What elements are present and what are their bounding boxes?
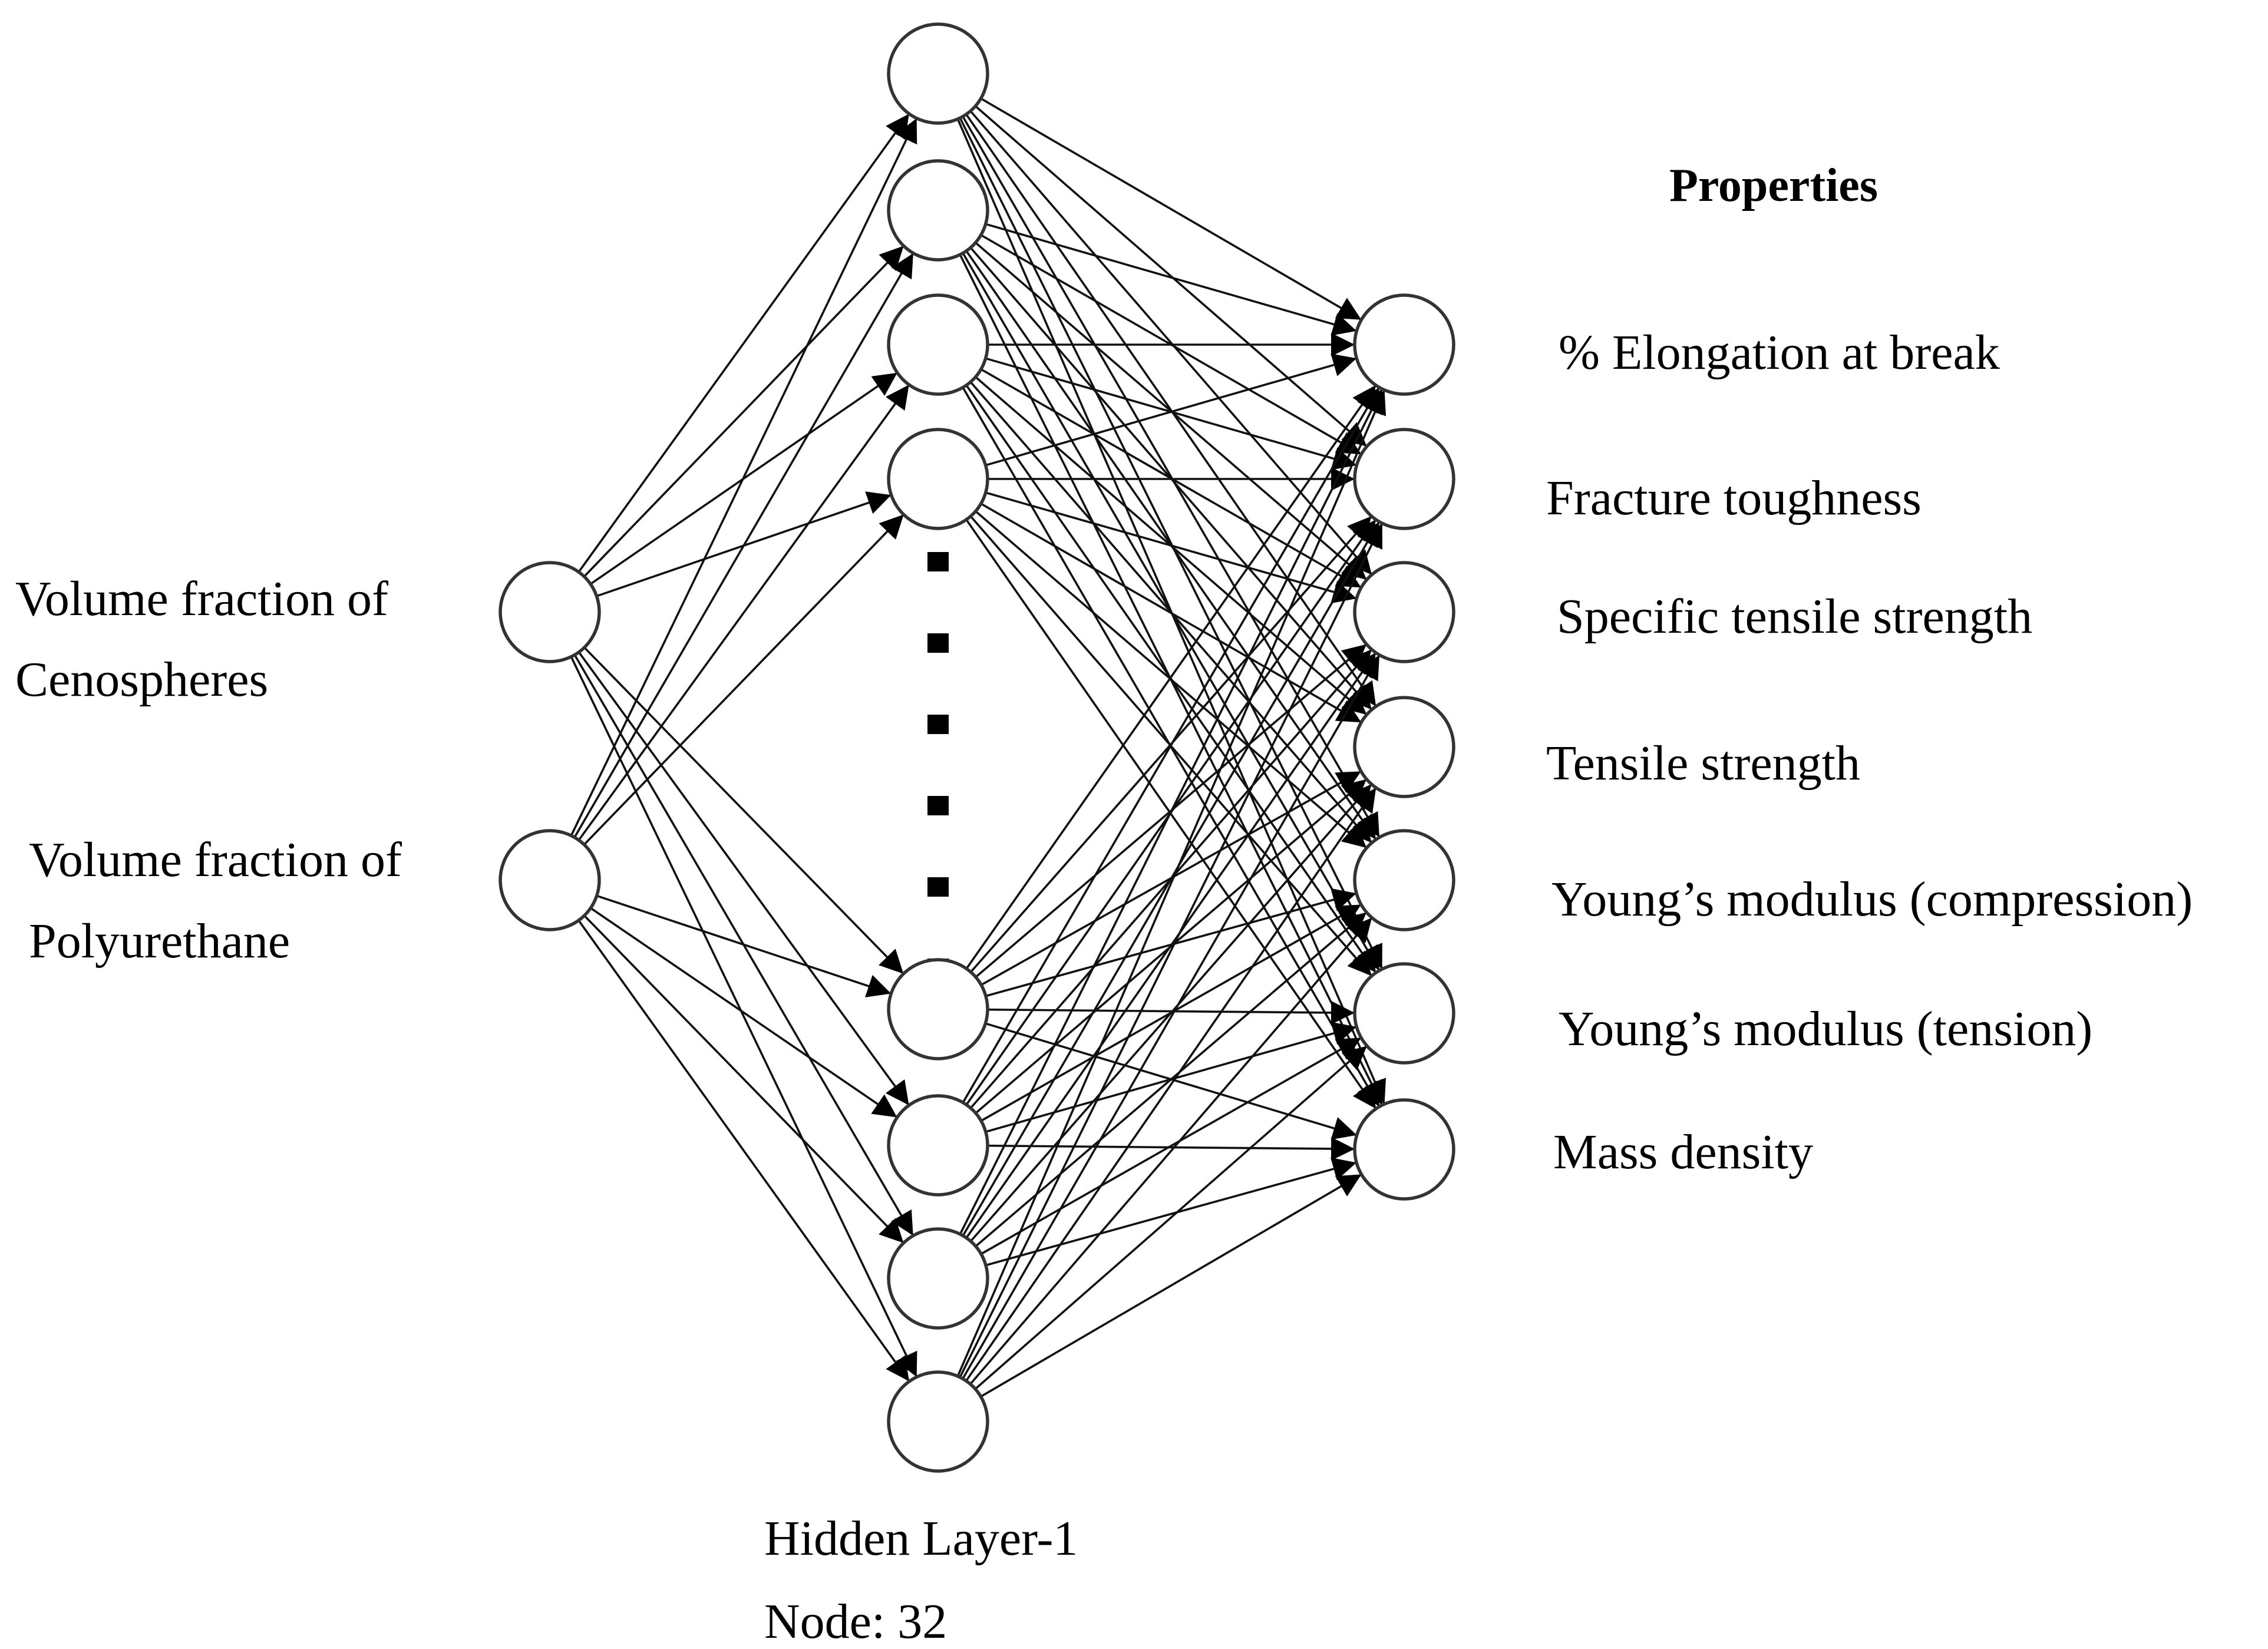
hidden-node-0: [887, 22, 989, 125]
output-node-3: [1353, 696, 1455, 798]
hidden-node-3: [887, 428, 989, 530]
edge-hidden-7-output-5: [975, 1045, 1368, 1390]
output-node-2: [1353, 561, 1455, 663]
edge-hidden-5-output-6: [987, 1136, 1355, 1161]
edge-hidden-6-output-5: [981, 1036, 1362, 1255]
output-label-tensile-strength: Tensile strength: [1546, 736, 1860, 791]
edge-hidden-3-output-4: [975, 510, 1368, 849]
edge-input-1-hidden-4: [596, 894, 892, 997]
edge-hidden-3-output-6: [965, 518, 1377, 1110]
edge-input-1-hidden-7: [577, 920, 910, 1382]
output-label-specific-tensile-strength: Specific tensile strength: [1557, 589, 2033, 644]
edge-hidden-0-output-1: [975, 105, 1368, 448]
hidden-node-6: [887, 1227, 989, 1330]
edge-hidden-4-output-0: [965, 384, 1377, 970]
edge-hidden-0-output-2: [969, 110, 1373, 576]
edge-hidden-3-output-0: [985, 353, 1357, 467]
edge-input-0-hidden-0: [577, 113, 910, 573]
edge-hidden-7-output-6: [980, 1173, 1362, 1398]
input-node-1: [499, 829, 601, 931]
edge-input-0-hidden-4: [583, 646, 904, 975]
edge-hidden-0-output-0: [980, 97, 1362, 321]
edge-hidden-3-output-3: [980, 503, 1362, 723]
output-node-5: [1353, 962, 1455, 1065]
output-node-6: [1353, 1098, 1455, 1201]
edge-input-1-hidden-1: [573, 252, 915, 838]
edge-hidden-7-output-4: [969, 917, 1373, 1385]
output-node-4: [1353, 829, 1455, 931]
output-label-elongation: % Elongation at break: [1559, 325, 2000, 380]
hidden-layer-node-count: Node: 32: [764, 1594, 948, 1649]
ellipsis-dot: [927, 552, 949, 571]
edge-hidden-5-output-0: [962, 386, 1381, 1103]
properties-heading: Properties: [1669, 160, 1878, 212]
input-node-0: [499, 561, 601, 663]
input-label-cenospheres-line1: Volume fraction of: [15, 571, 388, 626]
input-label-polyurethane-line2: Polyurethane: [29, 914, 290, 969]
hidden-node-1: [887, 159, 989, 262]
hidden-node-4: [887, 958, 989, 1060]
edge-hidden-7-output-0: [956, 389, 1386, 1377]
edge-input-1-hidden-2: [577, 384, 910, 841]
edge-hidden-6-output-0: [959, 388, 1384, 1235]
edge-hidden-0-output-4: [962, 115, 1381, 838]
input-label-polyurethane-line1: Volume fraction of: [29, 832, 402, 887]
input-label-cenospheres-line2: Cenospheres: [15, 652, 269, 707]
output-label-fracture-toughness: Fracture toughness: [1546, 471, 1922, 526]
nodes: [499, 22, 1455, 1473]
edge-hidden-6-output-4: [975, 911, 1368, 1247]
output-label-youngs-modulus-compression: Young’s modulus (compression): [1551, 872, 2193, 927]
edge-input-1-hidden-5: [590, 907, 898, 1119]
edge-hidden-3-output-2: [985, 491, 1357, 604]
output-node-0: [1353, 293, 1455, 396]
edge-input-1-hidden-0: [570, 117, 918, 837]
edge-input-0-hidden-1: [583, 245, 904, 577]
hidden-node-7: [887, 1370, 989, 1473]
connections: [570, 97, 1386, 1398]
hidden-layer-label: Hidden Layer-1: [764, 1511, 1078, 1566]
edge-hidden-6-output-2: [965, 652, 1377, 1239]
edge-hidden-6-output-3: [970, 784, 1372, 1242]
ellipsis-dot: [927, 633, 949, 653]
hidden-ellipsis: [927, 552, 949, 978]
edge-hidden-6-output-1: [962, 521, 1381, 1237]
ellipsis-dot: [927, 715, 949, 734]
edge-input-0-hidden-7: [570, 656, 918, 1378]
ellipsis-dot: [927, 796, 949, 815]
ellipsis-dot: [927, 877, 949, 897]
hidden-node-2: [887, 293, 989, 396]
edge-input-1-hidden-6: [583, 914, 904, 1244]
output-node-1: [1353, 428, 1455, 530]
hidden-node-5: [887, 1094, 989, 1197]
edge-hidden-7-output-1: [959, 523, 1384, 1378]
edge-hidden-7-output-3: [965, 787, 1377, 1382]
output-label-mass-density: Mass density: [1553, 1125, 1813, 1179]
edge-hidden-6-output-6: [985, 1157, 1357, 1267]
edge-hidden-1-output-0: [985, 223, 1357, 336]
edge-input-1-hidden-3: [583, 514, 904, 845]
edge-hidden-7-output-2: [962, 654, 1381, 1380]
edge-input-0-hidden-5: [577, 651, 910, 1106]
output-label-youngs-modulus-tension: Young’s modulus (tension): [1559, 1002, 2093, 1056]
